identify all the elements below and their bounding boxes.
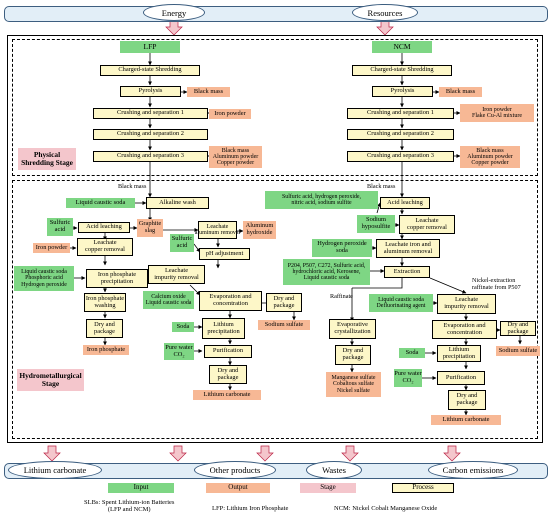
hydro-stage-frame xyxy=(12,180,538,439)
ncm-h2o2-input: Hydrogen peroxide soda xyxy=(312,239,372,257)
ncm-pure-water-input: Pure water CO₂ xyxy=(394,369,422,387)
lfp-black-mass: Black mass xyxy=(118,183,147,190)
ncm-ni-raffinate: Nickel-extraction raffinate from P507 xyxy=(472,277,521,291)
lfp-pyrolysis-output: Black mass xyxy=(187,87,230,97)
ncm-cs2: Crushing and separation 2 xyxy=(347,129,454,140)
lfp-shredding: Charged-state Shredding xyxy=(100,65,200,76)
ncm-cs1: Crushing and separation 1 xyxy=(347,108,454,119)
energy-label: Energy xyxy=(143,4,205,21)
ncm-copper-removal: Leachate copper removal xyxy=(399,215,455,234)
lfp-fp-inputs: Liquid caustic soda Phosphoric acid Hydr… xyxy=(14,266,74,291)
lfp-cs3-output: Black mass Aluminum powder Copper powder xyxy=(209,146,262,168)
lfp-soda-input: Soda xyxy=(172,322,194,332)
ncm-extraction-inputs: P204, P507, C272, Sulfuric acid, hydroch… xyxy=(283,259,370,285)
physical-stage-frame xyxy=(12,39,538,176)
ncm-evaporation: Evaporation and concentration xyxy=(432,320,497,339)
lfp-title: LFP xyxy=(120,41,180,53)
outer-frame xyxy=(7,35,543,443)
lfp-alkaline-wash: Alkaline wash xyxy=(146,197,209,209)
lfp-cao-input: Calcium oxide Liquid caustic soda xyxy=(143,291,194,309)
lfp-graphite-output: Graphite slag xyxy=(137,219,163,237)
lfp-sodium-sulfate: Sodium sulfate xyxy=(258,320,310,330)
ncm-shredding: Charged-state Shredding xyxy=(352,65,452,76)
ncm-cs1-output: Iron powder Flake Cu-Al mixture xyxy=(460,104,534,122)
ncm-soda-input: Soda xyxy=(399,348,425,358)
ncm-hypo-input: Sodium hyposulfite xyxy=(357,215,395,233)
lfp-iron-phosphate-output: Iron phosphate xyxy=(83,345,129,355)
bottom-carbon-emissions: Carbon emissions xyxy=(428,461,518,479)
lfp-iron-powder: Iron powder xyxy=(33,243,70,253)
legend-slbs: SLBs: Spent Lithium-ion Batteries (LFP a… xyxy=(84,499,175,514)
physical-stage-label: Physical Shredding Stage xyxy=(18,148,76,170)
ncm-pyrolysis: Pyrolysis xyxy=(372,86,433,97)
lfp-caustic-input: Liquid caustic soda xyxy=(66,198,135,208)
ncm-acid-inputs: Sulfuric acid, hydrogen peroxide, nitric… xyxy=(265,191,378,209)
lfp-fp-precipitation: Iron phosphate precipitation xyxy=(86,269,148,288)
lfp-impurity-removal: Leachate impurity removal xyxy=(148,265,205,284)
lfp-fp-washing: Iron phosphate washing xyxy=(84,293,126,312)
ncm-cs3: Crushing and separation 3 xyxy=(347,151,454,162)
ncm-title: NCM xyxy=(372,41,432,53)
lfp-copper-removal: Leachate copper removal xyxy=(77,238,133,256)
bottom-band xyxy=(4,463,548,479)
lfp-al-hydroxide-output: Aluminum hydroxide xyxy=(243,221,276,239)
lfp-cs2: Crushing and separation 2 xyxy=(93,129,208,140)
ncm-black-mass: Black mass xyxy=(367,183,396,190)
bottom-wastes: Wastes xyxy=(306,461,362,479)
lfp-pyrolysis: Pyrolysis xyxy=(120,86,181,97)
ncm-pyrolysis-output: Black mass xyxy=(439,87,482,97)
hydro-stage-label: Hydrometallurgical Stage xyxy=(17,369,84,391)
lfp-ph-adjustment: pH adjustment xyxy=(199,248,250,260)
lfp-li-precipitation: Lithium precipitation xyxy=(202,318,245,339)
lfp-dry-package-b: Dry and package xyxy=(86,319,123,338)
ncm-impurity-removal: Leachate impurity removal xyxy=(437,294,496,314)
lfp-sulfuric2-input: Sulfuric acid xyxy=(170,234,194,252)
legend-stage: Stage xyxy=(300,483,356,493)
lfp-purification: Purification xyxy=(204,345,252,358)
ncm-acid-leaching: Acid leaching xyxy=(380,197,430,209)
ncm-li-carbonate-output: Lithium carbonate xyxy=(431,415,501,425)
top-band xyxy=(4,6,548,22)
bottom-li-carbonate: Lithium carbonate xyxy=(8,461,102,479)
ncm-purification: Purification xyxy=(437,371,485,385)
legend-lfp: LFP: Lithium Iron Phosphate xyxy=(212,505,289,512)
ncm-li-precipitation: Lithium precipitation xyxy=(437,345,481,362)
ncm-extraction: Extraction xyxy=(384,266,430,278)
ncm-cs3-output: Black mass Aluminum powder Copper powder xyxy=(460,146,520,168)
ncm-sodium-sulfate: Sodium sulfate xyxy=(496,346,540,356)
legend-output: Output xyxy=(206,483,270,493)
lfp-aluminum-removal: Leachate aluminum removal xyxy=(195,221,240,239)
resources-label: Resources xyxy=(352,4,418,21)
lfp-sulfuric-input: Sulfuric acid xyxy=(47,218,73,236)
lfp-pure-water-input: Pure water CO₂ xyxy=(164,343,194,360)
lfp-dry-package-a: Dry and package xyxy=(266,293,302,312)
lfp-cs1: Crushing and separation 1 xyxy=(93,108,208,119)
ncm-dry-package-c: Dry and package xyxy=(448,390,486,410)
lfp-evaporation: Evaporation and concentration xyxy=(199,291,262,311)
ncm-sulfates-output: Manganese sulfate Cobaltous sulfate Nick… xyxy=(326,372,381,397)
lfp-dry-package-c: Dry and package xyxy=(209,365,247,384)
bottom-other-products: Other products xyxy=(194,461,276,479)
legend-ncm: NCM: Nickel Cobalt Manganese Oxide xyxy=(334,505,438,512)
lfp-acid-leaching: Acid leaching xyxy=(78,222,130,233)
lfp-cs1-output: Iron powder xyxy=(209,109,251,119)
ncm-deflu-input: Liquid caustic soda Defluorinating agent xyxy=(369,294,433,312)
lfp-cs3: Crushing and separation 3 xyxy=(93,151,208,162)
legend-input: Input xyxy=(108,483,174,493)
lfp-li-carbonate-output: Lithium carbonate xyxy=(193,390,261,400)
ncm-dry-package-b: Dry and package xyxy=(335,345,371,365)
ncm-raffinate: Raffinate xyxy=(330,293,353,300)
ncm-fe-al-removal: Leachate iron and aluminum removal xyxy=(376,239,440,258)
legend-process: Process xyxy=(392,483,454,493)
ncm-evap-crystallization: Evaporative crystallization xyxy=(329,319,376,339)
ncm-dry-package-a: Dry and package xyxy=(500,321,536,336)
